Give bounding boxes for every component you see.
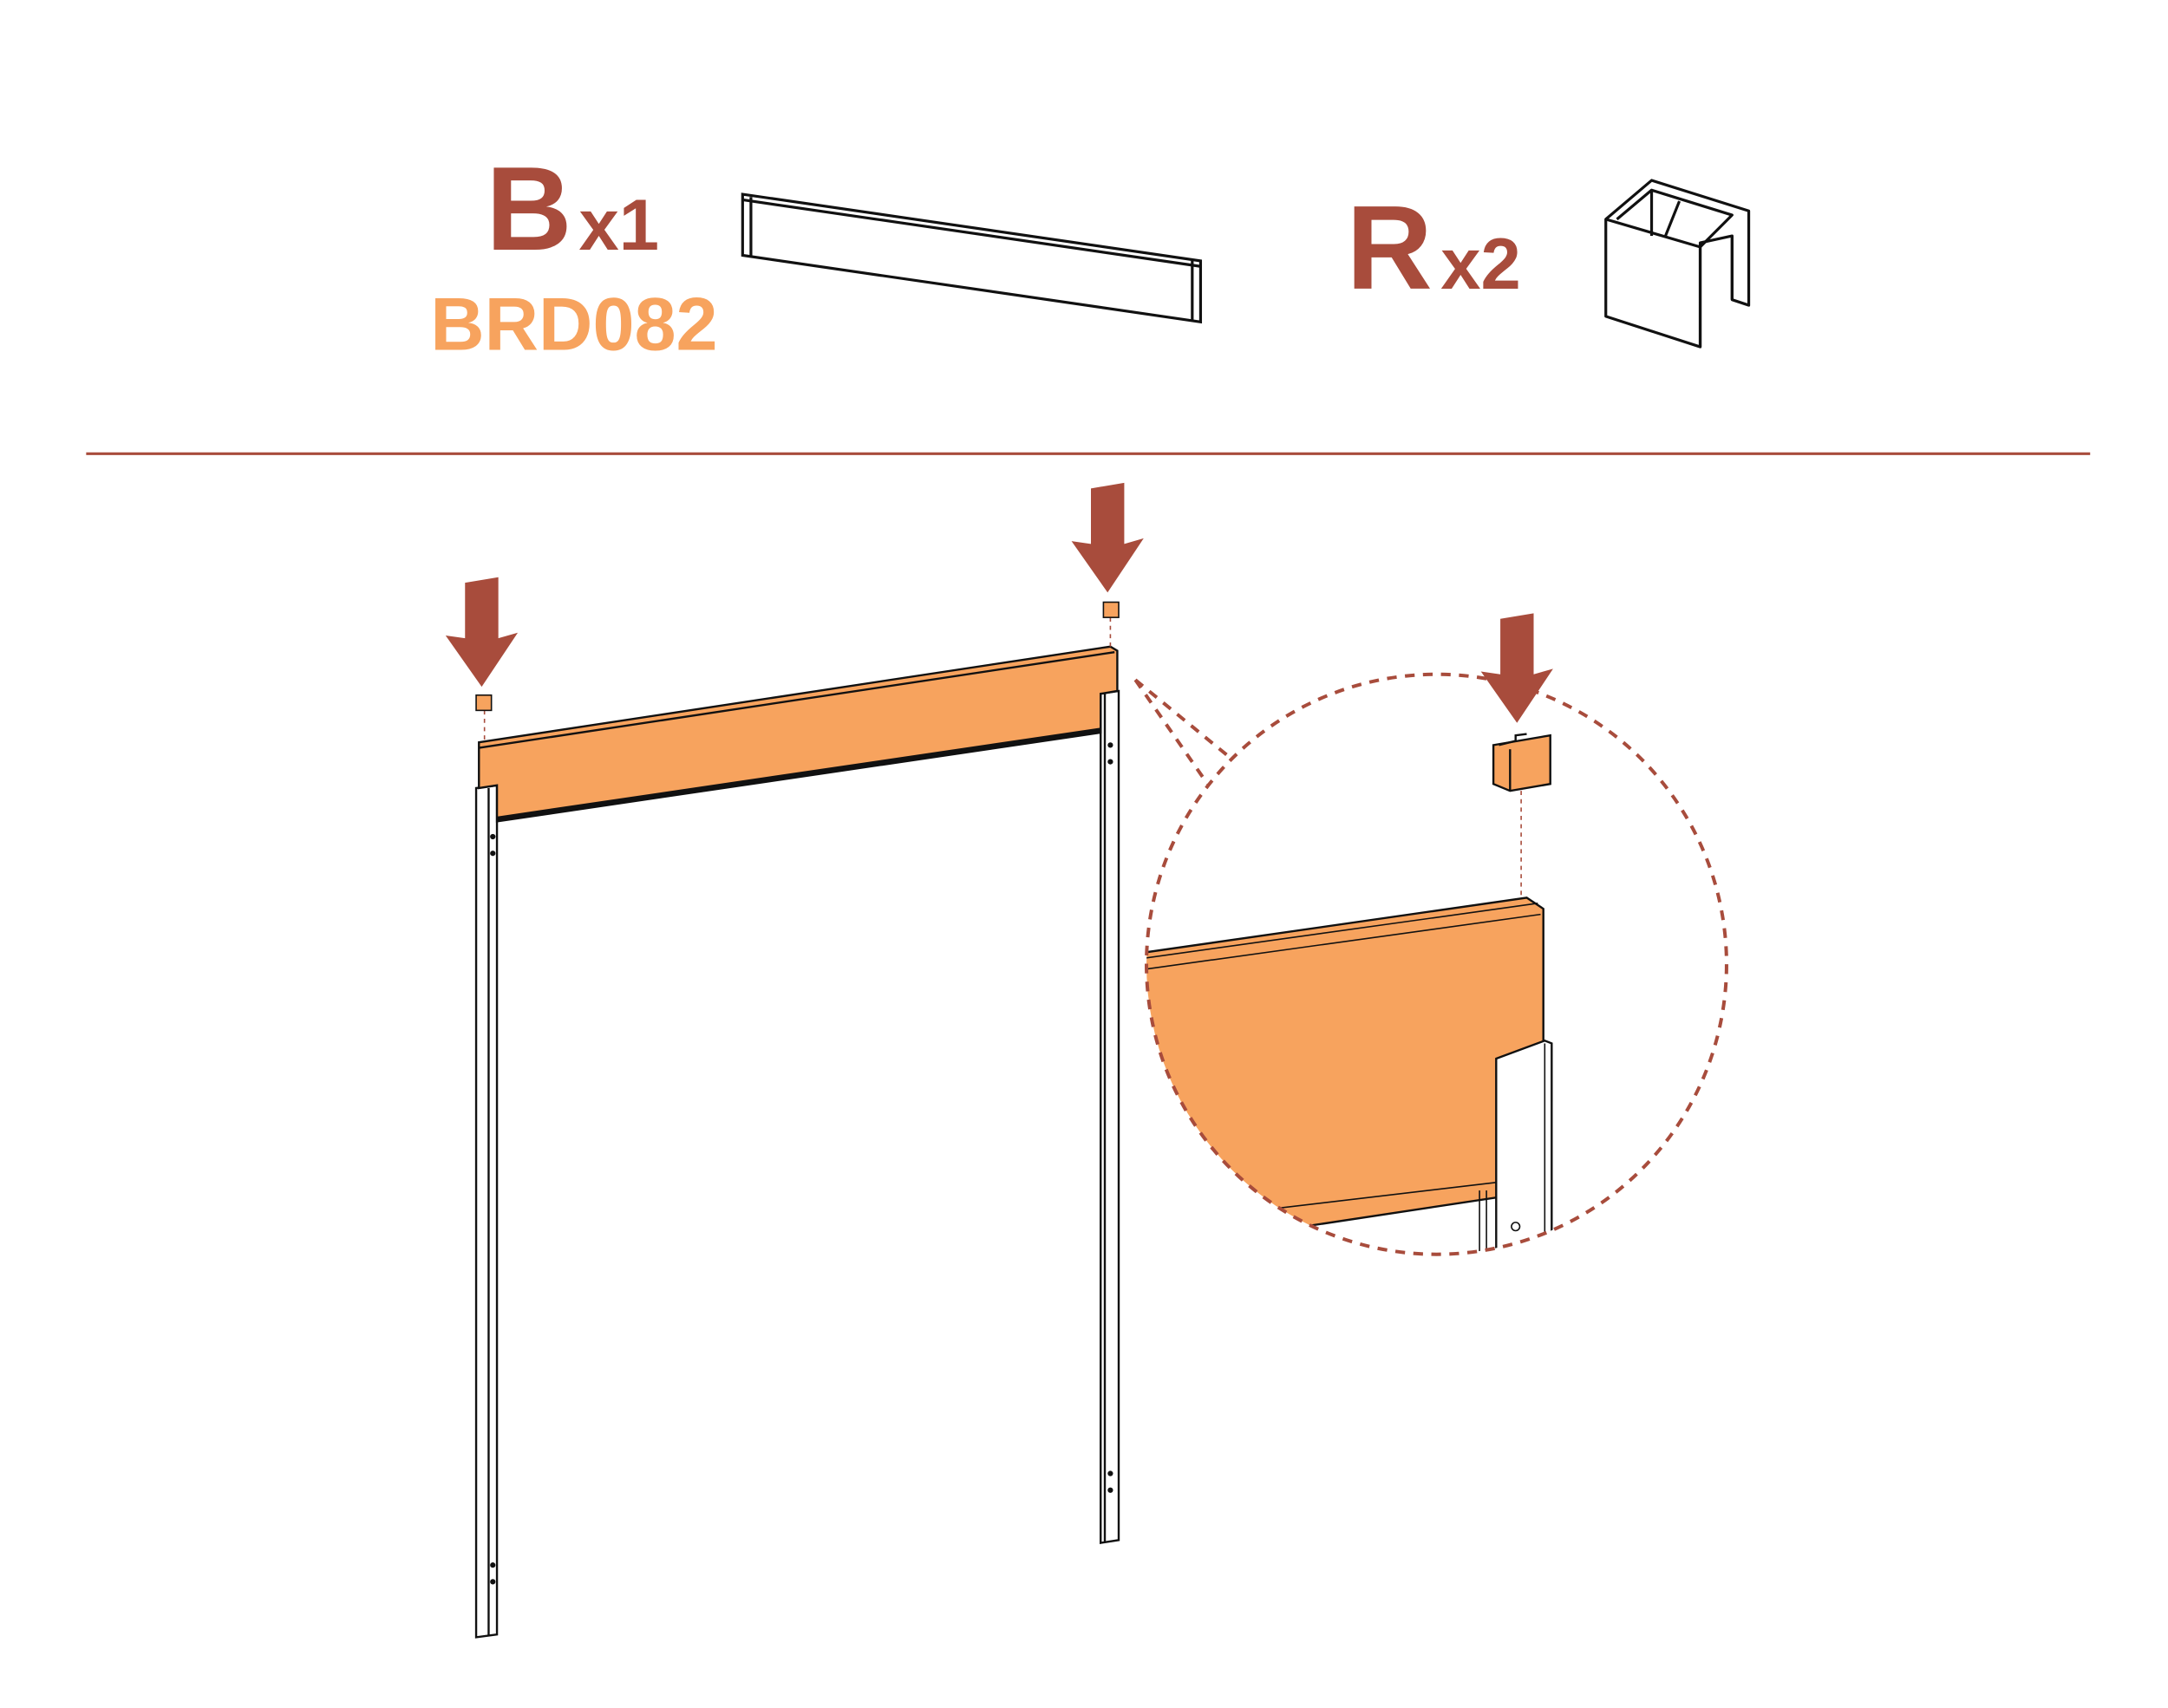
part-r-letter: R xyxy=(1346,181,1432,315)
right-post xyxy=(1100,689,1120,1544)
down-arrow-icon xyxy=(1480,613,1553,723)
part-b-quantity: x1 xyxy=(578,185,659,265)
detail-callout-pointer xyxy=(1133,678,1230,786)
rail-connector-part-icon xyxy=(1604,179,1751,349)
connector-r-right xyxy=(1102,601,1120,618)
connector-r-detail xyxy=(1492,733,1551,792)
part-b-letter: B xyxy=(486,142,571,276)
part-r-quantity: x2 xyxy=(1440,224,1521,304)
down-arrow-icon xyxy=(1071,482,1144,593)
board-part-icon xyxy=(741,192,1203,324)
connector-r-left xyxy=(475,694,493,712)
left-post xyxy=(474,784,499,1639)
down-arrow-icon xyxy=(445,577,519,688)
detail-circle xyxy=(1145,672,1728,1256)
part-b-code: BRD082 xyxy=(430,283,717,366)
board-b-installed xyxy=(478,645,1119,823)
